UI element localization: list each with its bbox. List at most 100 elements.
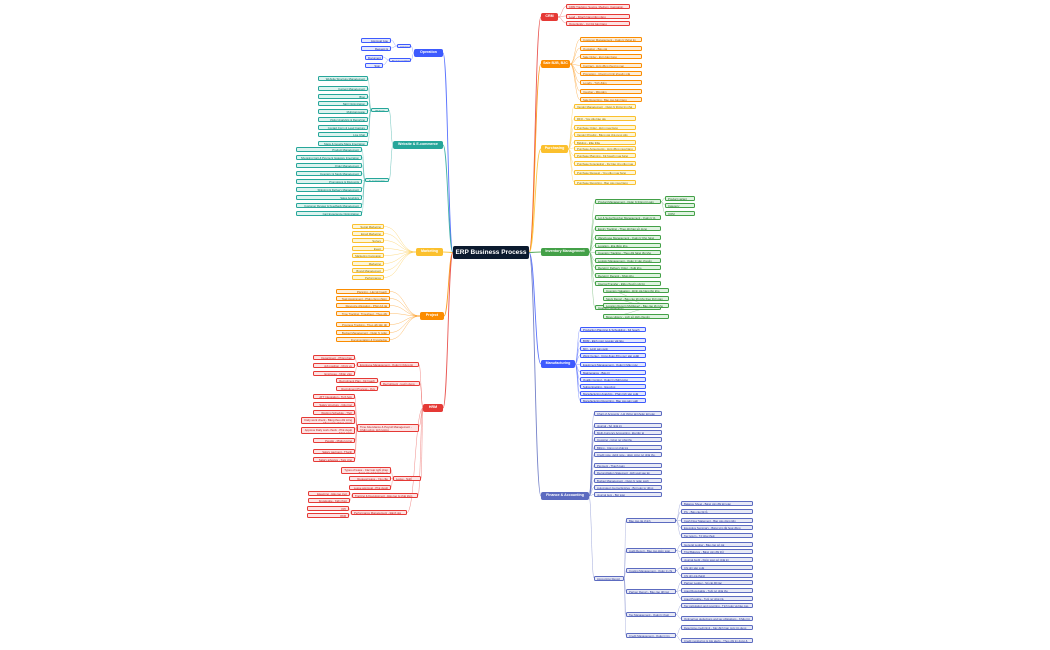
- hrm-item[interactable]: Working Schedule - Thời gian làm việc: [313, 410, 355, 415]
- hrm-item[interactable]: Recruitment Plan - Kế hoạch tuyển dụng: [336, 378, 378, 383]
- project-item[interactable]: Documentation & Knowledge Management - Q…: [336, 337, 390, 342]
- website-item[interactable]: Content Management: [318, 86, 368, 91]
- finance-group-item[interactable]: Tax return - Tờ khai thuế: [681, 533, 753, 538]
- purchasing-item[interactable]: Purchase Reporting - Báo cáo mua hàng: [574, 179, 636, 185]
- branch-inventory[interactable]: Inventory Management: [541, 248, 589, 256]
- ecommerce-item[interactable]: Cart Experience Optimization: [296, 211, 362, 216]
- finance-item[interactable]: Journal item - Bút toán: [594, 492, 662, 497]
- finance-group-item[interactable]: Executive Summary - Bảng tóm tắt hoạt độ…: [681, 525, 753, 530]
- finance-group-item[interactable]: General Ledger - Báo cáo sổ cái: [681, 542, 753, 547]
- project-item[interactable]: Budget Management - Quản lý ngân sách dự…: [336, 330, 390, 335]
- approval-node[interactable]: Approval: [397, 43, 411, 48]
- marketing-item[interactable]: Event: [352, 246, 384, 251]
- hrm-item[interactable]: Leave approval - Phê duyệt nghỉ phép: [349, 485, 391, 490]
- inventory-product-sub[interactable]: UOM: [665, 211, 695, 216]
- finance-group-item[interactable]: P/L - Báo cáo lãi lỗ: [681, 509, 753, 514]
- hrm-item[interactable]: ATT Integration - Tích hợp ATT: [313, 394, 355, 399]
- branch-website[interactable]: Website & E-commerce: [393, 141, 443, 149]
- finance-item[interactable]: Billing - Công nợ phải trả: [594, 445, 662, 450]
- finance-group[interactable]: Audit Report - Báo cáo kiểm toán: [626, 548, 676, 553]
- documentation-item[interactable]: Document: [365, 55, 383, 60]
- finance-group[interactable]: Partner Report - Báo cáo đối tác: [626, 589, 676, 594]
- branch-project[interactable]: Project: [420, 312, 444, 320]
- hrm-item[interactable]: Salary structure - Cấu trúc lương: [313, 402, 355, 407]
- hrm-group[interactable]: Recruitment - tuyển dụng: [380, 381, 420, 386]
- finance-group-item[interactable]: Partner Ledger - Sổ cái đối tác: [681, 580, 753, 585]
- manufacturing-item[interactable]: Quality Control - Quản lý chất lượng: [580, 377, 646, 382]
- hrm-item[interactable]: Salary advance - Tạm ứng lương: [313, 457, 355, 462]
- hrm-item[interactable]: Request leave - Yêu cầu nghỉ phép: [349, 476, 391, 481]
- marketing-item[interactable]: Survey: [352, 238, 384, 243]
- finance-group-item[interactable]: Aged Payable - Tuổi nợ phải trả: [681, 596, 753, 601]
- approval-item[interactable]: Approval type: [361, 38, 391, 43]
- hrm-item[interactable]: Recruitment Process - Quy trình tuyển dụ…: [336, 386, 378, 391]
- ecommerce-item[interactable]: Shopping Cart & Payment Gateway Integrat…: [296, 155, 362, 160]
- inventory-item[interactable]: Location - Địa điểm kho: [595, 243, 661, 248]
- hrm-group[interactable]: Training & Development - Đào tạo & phát …: [352, 493, 418, 498]
- branch-finance[interactable]: Finance & Accounting: [541, 492, 589, 500]
- sale-item[interactable]: Promotion - Chương trình khuyến mãi: [580, 71, 642, 77]
- hrm-item[interactable]: Employee - Nhân viên: [313, 371, 355, 376]
- manufacturing-item[interactable]: BOM - Định mức nguyên vật liệu: [580, 338, 646, 343]
- purchasing-item[interactable]: Purchase Forecasting - Dự báo nhu cầu mu…: [574, 161, 636, 166]
- branch-purchasing[interactable]: Purchasing: [541, 145, 568, 153]
- project-item[interactable]: Resource Allocation - Phân bổ tài nguyên: [336, 303, 390, 308]
- purchasing-item[interactable]: Vendor Management - Quản lý thông tin nh…: [574, 104, 636, 109]
- manufacturing-item[interactable]: Equipment Management - Quản lý Máy móc: [580, 362, 646, 367]
- website-node[interactable]: Website: [371, 107, 389, 112]
- ecommerce-item[interactable]: Inventory & Stock Management: [296, 171, 362, 176]
- sale-item[interactable]: Contract - Hợp đồng thương mại: [580, 62, 642, 68]
- hrm-group[interactable]: Time Attendance & Payroll Management - C…: [357, 424, 419, 432]
- finance-group-item[interactable]: Credit monitoring & risk alerts - Theo d…: [681, 638, 753, 643]
- ecommerce-item[interactable]: Order Management: [296, 163, 362, 168]
- ecommerce-item[interactable]: Sales Analytics: [296, 195, 362, 200]
- branch-sale[interactable]: Sale B2B, B2C: [541, 60, 570, 68]
- finance-item[interactable]: Reconciliation Statement - Đối soát sao …: [594, 470, 662, 475]
- finance-group-item[interactable]: Aged Receivable - Tuổi nợ phải thu: [681, 588, 753, 593]
- marketing-item[interactable]: Brand Management: [352, 268, 384, 273]
- purchasing-item[interactable]: Vendor Pricelist - Bảng giá nhà cung cấp: [574, 131, 636, 137]
- branch-manufacturing[interactable]: Manufacturing: [541, 360, 575, 368]
- manufacturing-item[interactable]: Work Center - Công đoạn (Khu vực sản xuấ…: [580, 353, 646, 358]
- sale-item[interactable]: Voucher - Mã giảm: [580, 88, 642, 94]
- ecommerce-item[interactable]: Product Management: [296, 147, 362, 152]
- finance-group-item[interactable]: Journal Audit - Kiểm toán sổ nhật ký: [681, 557, 753, 562]
- inventory-item[interactable]: Warehouse Management - Quản lý Kho hàng: [595, 235, 661, 240]
- hrm-item[interactable]: Approve Daily work check - Phê duyệt bản…: [301, 427, 355, 434]
- ecommerce-item[interactable]: Customer Review & Feedback Management: [296, 203, 362, 208]
- ecommerce-item[interactable]: Promotions & Discounts: [296, 179, 362, 184]
- approval-item[interactable]: Request & Approved: [361, 46, 391, 51]
- finance-item[interactable]: Chart of Accounts - Hệ thống tài khoản k…: [594, 411, 662, 416]
- documentation-node[interactable]: Documentation: [389, 57, 411, 62]
- website-item[interactable]: Maps & Google Maps Integration: [318, 141, 368, 146]
- website-item[interactable]: Visitor Analytics & Reporting: [318, 117, 368, 122]
- inventory-report-sub[interactable]: Stock Report - Báo cáo tồn kho theo thời…: [603, 296, 669, 301]
- finance-group-item[interactable]: Chi phí sản xuất: [681, 565, 753, 570]
- manufacturing-item[interactable]: Subcontracting - Gia công: [580, 384, 646, 389]
- finance-item[interactable]: Credit note, debit note - giảm công nợ p…: [594, 452, 662, 457]
- hrm-group[interactable]: Employee Management - Quản lý thông tin …: [357, 362, 419, 367]
- inventory-item[interactable]: Internal Transfer - Điều chuyển nội bộ: [595, 281, 661, 286]
- sale-item[interactable]: Sale Order - Đơn bán hàng: [580, 54, 642, 60]
- finance-item[interactable]: Automated Journal Entries - Bút toán tự …: [594, 485, 662, 490]
- branch-marketing[interactable]: Marketing: [416, 248, 443, 256]
- finance-group-item[interactable]: Chi phí giá thành: [681, 573, 753, 578]
- inventory-report-sub[interactable]: Move History - Lịch sử dịch chuyển: [603, 314, 669, 319]
- finance-group-item[interactable]: Tax calculation and reporting - Tính toá…: [681, 603, 753, 608]
- hrm-item[interactable]: Payslip - Phiếu lương: [313, 438, 355, 443]
- purchasing-item[interactable]: Bidding - Đấu thầu: [574, 139, 636, 145]
- inventory-product-sub[interactable]: Category: [665, 203, 695, 208]
- finance-group[interactable]: Costing Management - Quản lý chi phí: [626, 568, 676, 573]
- website-item[interactable]: Live Chat: [318, 132, 368, 137]
- inventory-report-sub[interactable]: Location Report (Multilayer) - Báo cáo t…: [603, 303, 669, 308]
- hrm-item[interactable]: Elearning - Đào tạo trực tuyến: [308, 491, 350, 496]
- marketing-item[interactable]: Marketing Campaign: [352, 253, 384, 258]
- website-item[interactable]: Multi-language: [318, 109, 368, 114]
- hrm-group[interactable]: Performance Management - Đánh giá hiệu s…: [351, 510, 407, 515]
- inventory-item[interactable]: Inventory Tracking - Theo dõi hàng tồn k…: [595, 250, 661, 255]
- hrm-item[interactable]: Knowledge - Kiến thức: [308, 498, 350, 503]
- inventory-item[interactable]: Lot & Serial Number Management - Quản lý…: [595, 215, 661, 220]
- finance-group-item[interactable]: Cash Flow Statement - Báo cáo dòng tiền: [681, 518, 753, 523]
- hrm-item[interactable]: Job position - Chức vụ: [313, 363, 355, 368]
- marketing-item[interactable]: Marketing Automation: [352, 261, 384, 266]
